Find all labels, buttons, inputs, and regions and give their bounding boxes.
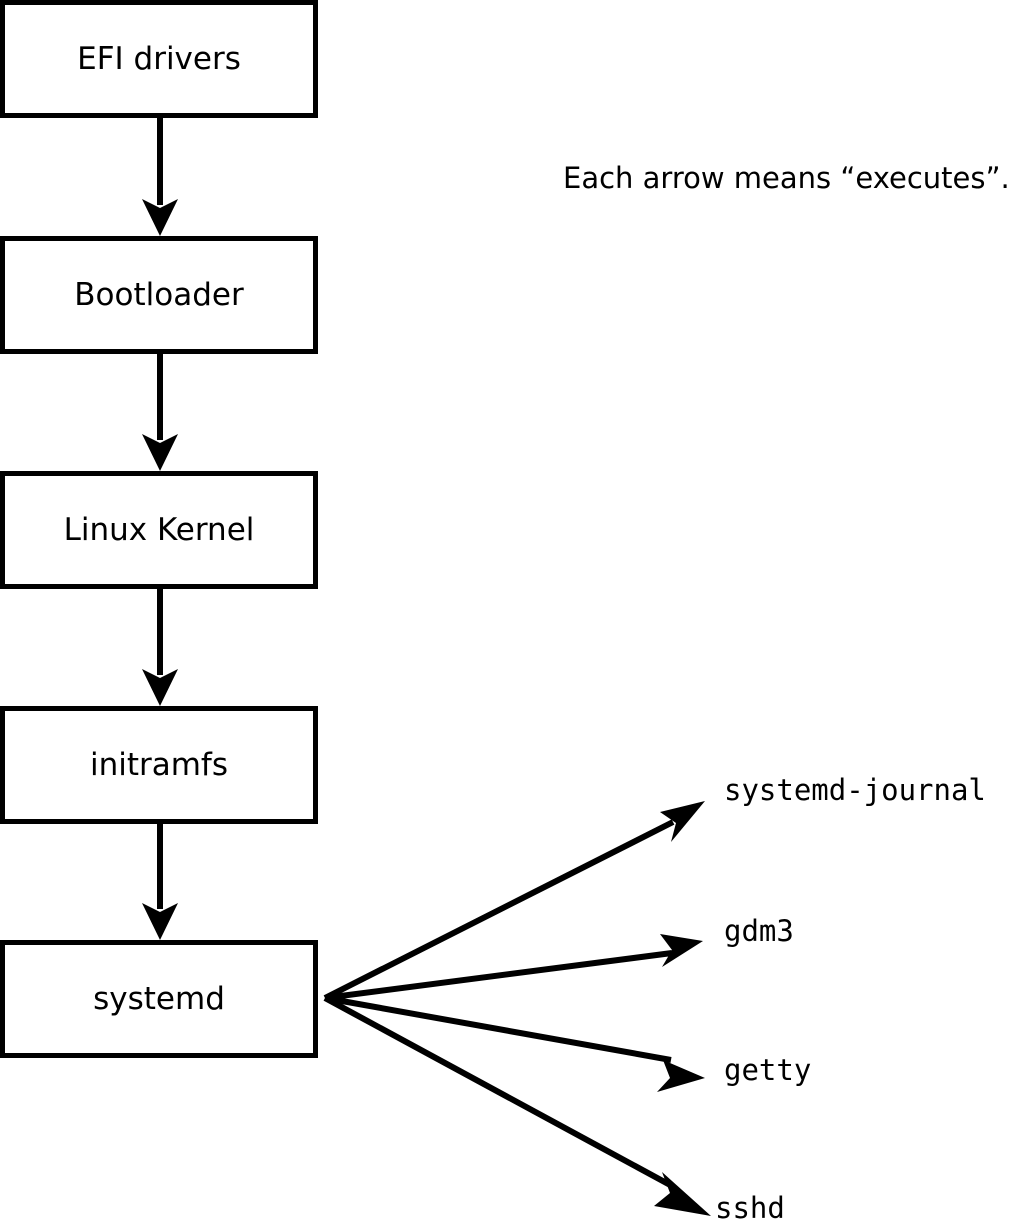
node-label-linux-kernel: Linux Kernel (63, 511, 255, 548)
node-label-bootloader: Bootloader (74, 276, 244, 313)
arrow-systemd-to-getty (324, 995, 705, 1092)
leaf-label-systemd-journal[interactable]: systemd-journal (724, 773, 986, 807)
leaf-label-sshd[interactable]: sshd (715, 1191, 785, 1225)
node-label-initramfs: initramfs (89, 746, 229, 783)
arrow-systemd-to-sshd (323, 995, 711, 1216)
node-label-systemd: systemd (93, 980, 225, 1017)
arrow-systemd-to-gdm3 (324, 934, 703, 1001)
arrow-bootloader-to-linux-kernel (142, 354, 178, 471)
arrow-initramfs-to-systemd (142, 824, 178, 940)
arrow-linux-kernel-to-initramfs (142, 589, 178, 706)
node-systemd[interactable]: systemd (0, 940, 318, 1058)
node-bootloader[interactable]: Bootloader (0, 236, 318, 354)
node-linux-kernel[interactable]: Linux Kernel (0, 471, 318, 589)
arrow-systemd-to-systemd-journal (323, 801, 705, 1001)
arrow-efi-drivers-to-bootloader (142, 118, 178, 236)
leaf-label-gdm3[interactable]: gdm3 (724, 914, 794, 948)
diagram-annotation: Each arrow means “executes”. (563, 161, 1010, 195)
node-label-efi-drivers: EFI drivers (77, 40, 241, 77)
node-efi-drivers[interactable]: EFI drivers (0, 0, 318, 118)
node-initramfs[interactable]: initramfs (0, 706, 318, 824)
leaf-label-getty[interactable]: getty (724, 1053, 812, 1087)
